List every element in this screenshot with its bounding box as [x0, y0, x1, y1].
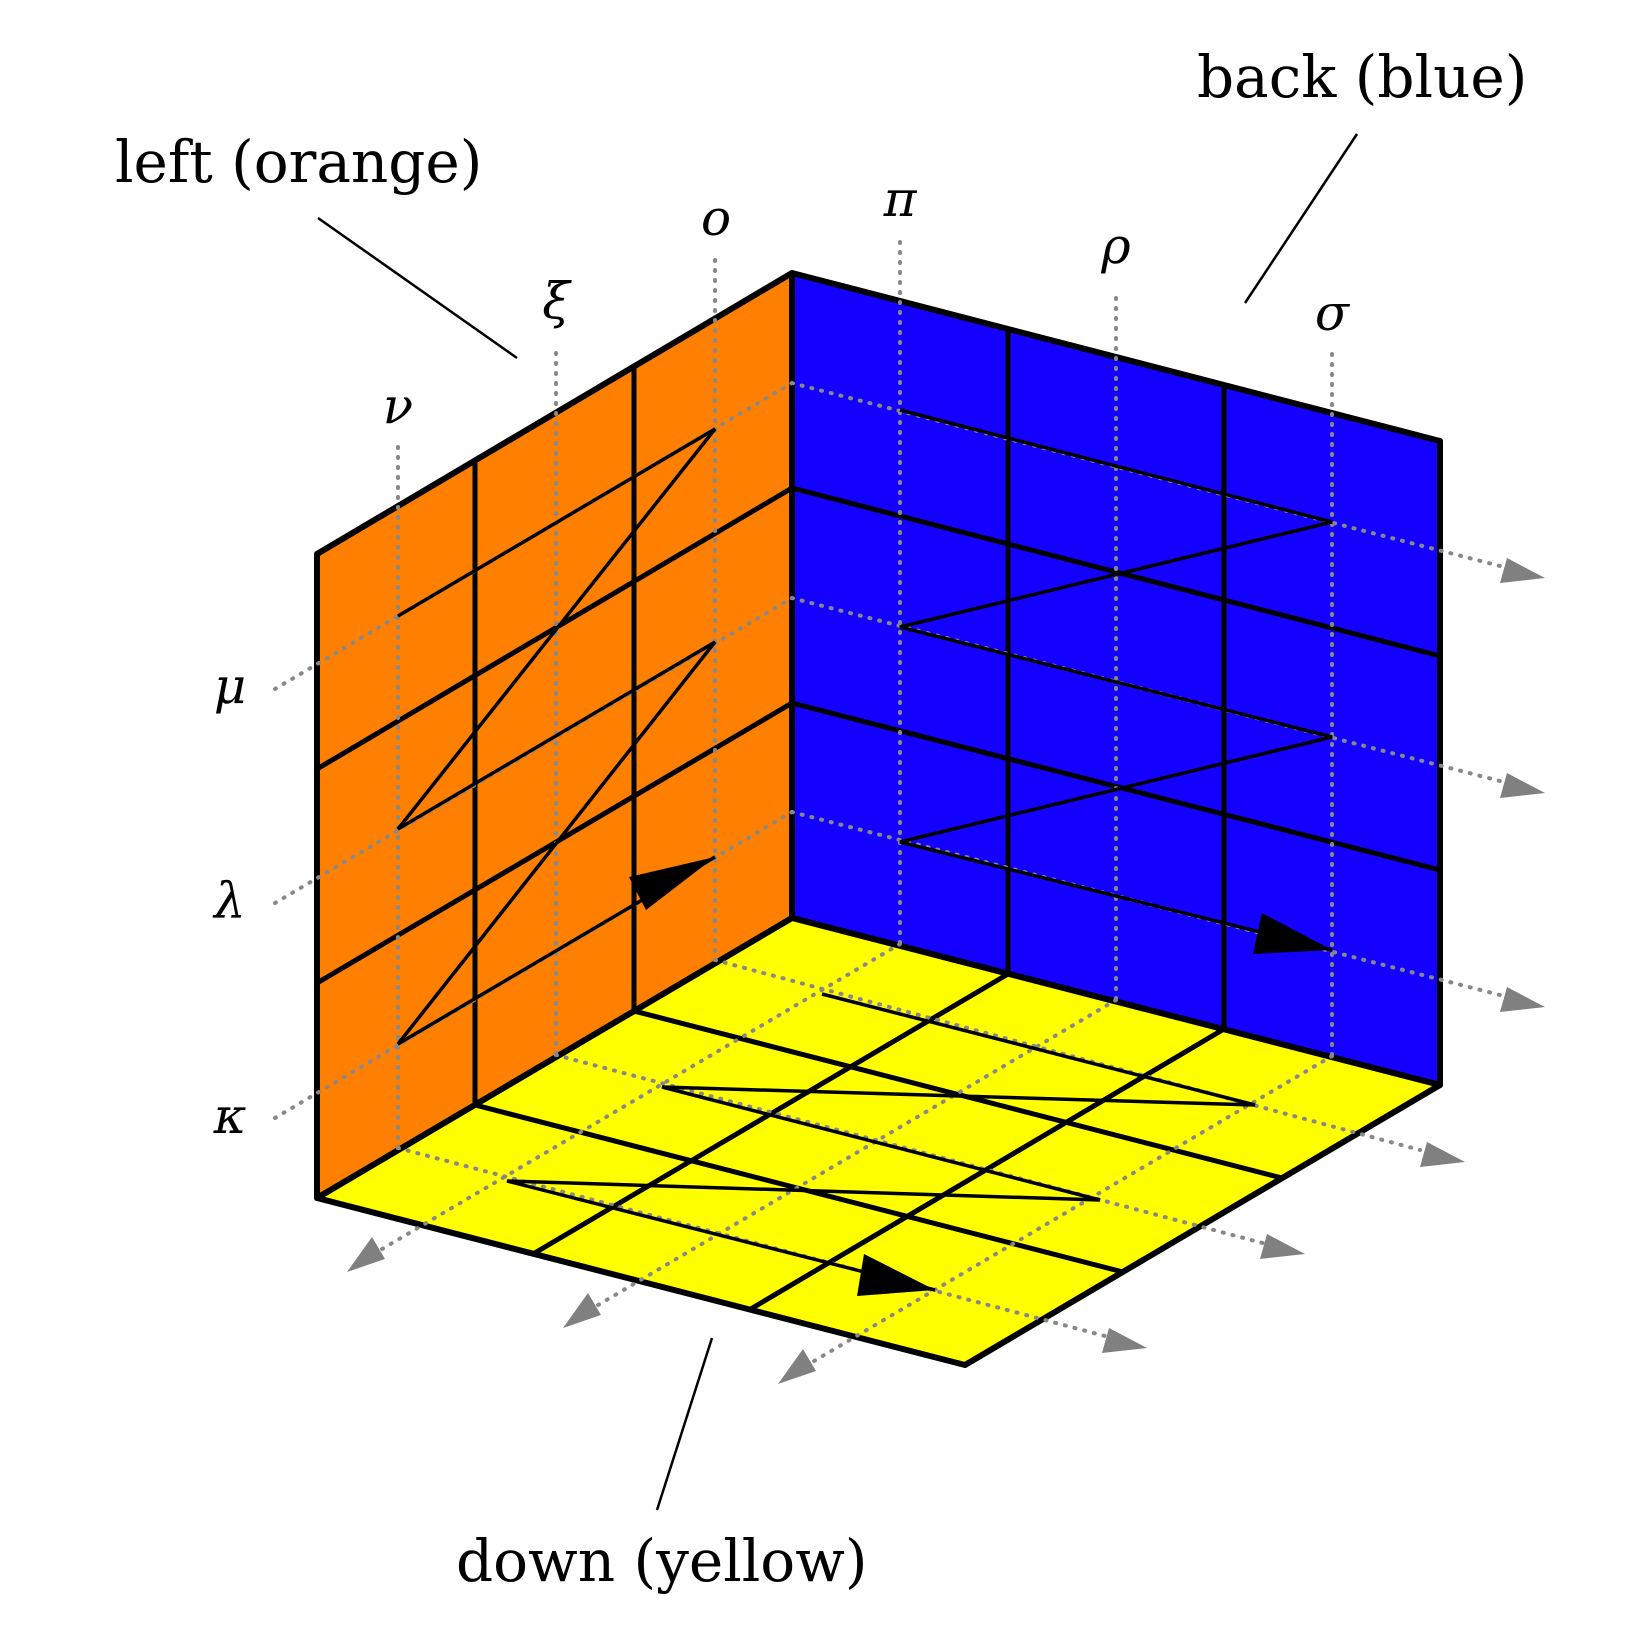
label-sigma: σ [1315, 284, 1351, 342]
label-pi: π [883, 170, 918, 228]
label-xi: ξ [542, 272, 572, 330]
guide-arrow-right-4 [1420, 1142, 1465, 1167]
left-face-label: left (orange) [115, 128, 482, 196]
back-face-path-arrow [1253, 913, 1332, 954]
guide-arrow-left-2 [563, 1293, 601, 1328]
label-nu: ν [383, 377, 413, 435]
label-mu: μ [214, 657, 247, 715]
guide-arrow-right-5 [1260, 1234, 1305, 1259]
guide-arrow-right-3 [1500, 987, 1545, 1012]
label-rho: ρ [1100, 217, 1131, 275]
guide-arrow-right-6 [1102, 1328, 1147, 1353]
left-leader-line [317, 216, 518, 360]
down-face-path-arrow [857, 1254, 935, 1296]
back-face-label: back (blue) [1197, 43, 1527, 111]
label-lambda: λ [212, 872, 246, 930]
guide-arrow-right-2 [1500, 773, 1545, 798]
label-kappa: κ [213, 1087, 247, 1145]
left-face-path-arrow [629, 857, 715, 910]
guide-arrowheads [347, 558, 1545, 1384]
down-leader-line [655, 1337, 714, 1511]
guide-arrow-left-1 [347, 1237, 385, 1272]
down-face-label: down (yellow) [456, 1527, 868, 1595]
label-omicron: o [701, 189, 731, 247]
guide-arrow-right-1 [1500, 558, 1545, 583]
down-face-path [506, 992, 1256, 1292]
guide-arrow-left-3 [778, 1349, 816, 1384]
back-leader-line [1243, 133, 1359, 304]
